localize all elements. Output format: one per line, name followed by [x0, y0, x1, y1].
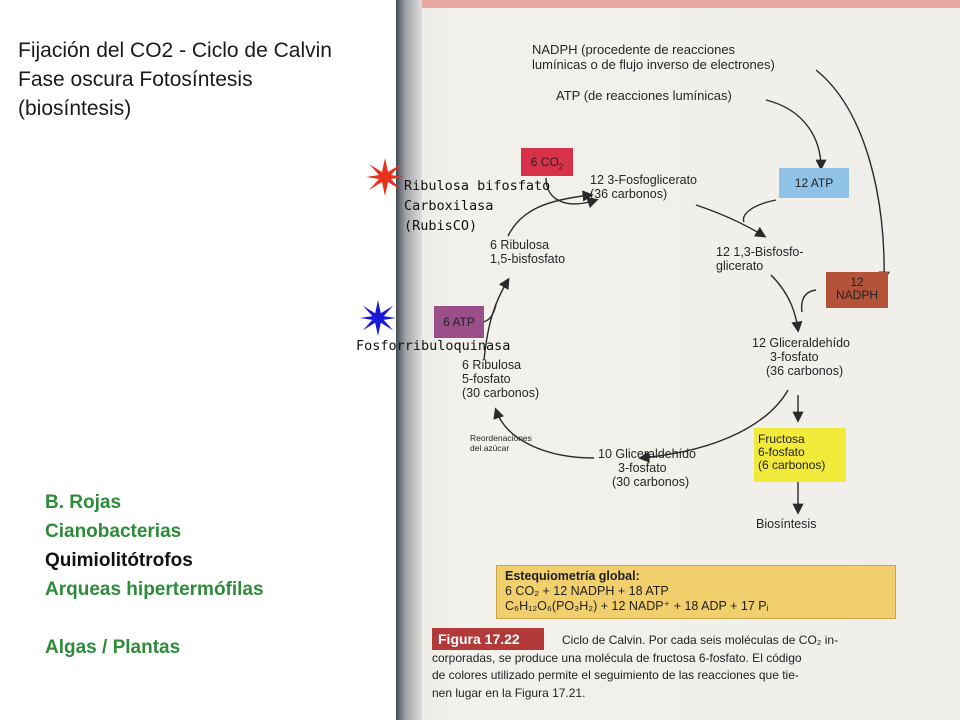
- figure-caption: Ciclo de Calvin. Por cada seis moléculas…: [432, 633, 839, 700]
- stoich-heading: Estequiometría global:: [505, 569, 640, 583]
- co2-fixation-arrow: [545, 177, 599, 208]
- nadph12-box: 12 NADPH: [826, 272, 888, 308]
- pga-label: 12 3-Fosfoglicerato (36 carbonos): [590, 173, 698, 201]
- organism-spacer: [45, 604, 264, 633]
- nadph12-consumed-arrow: [800, 289, 817, 313]
- phosphoribulokinase-label: Fosforribuloquinasa: [356, 338, 511, 354]
- fructose-box: Fructosa 6-fosfato (6 carbonos): [754, 428, 846, 482]
- stoich-reactants: 6 CO₂ + 12 NADPH + 18 ATP: [505, 584, 669, 598]
- organism-list: B. Rojas Cianobacterias Quimiolitótrofos…: [45, 488, 264, 662]
- title-line-3: (biosíntesis): [18, 97, 132, 120]
- figure-number-tag: Figura 17.22: [432, 628, 544, 650]
- biosynthesis-label: Biosíntesis: [756, 517, 817, 531]
- ru5p-label: 6 Ribulosa 5-fosfato (30 carbonos): [462, 358, 540, 400]
- organism-chemolithotrophs: Quimiolitótrofos: [45, 550, 193, 571]
- rubp-to-pga-arrow: [507, 190, 594, 237]
- book-spine-shadow: [396, 0, 422, 720]
- blue-star-icon: [360, 300, 396, 336]
- rubp-label: 6 Ribulosa 1,5-bisfosfato: [490, 238, 566, 266]
- nadph-source-arrow: [815, 69, 890, 283]
- bisphosphoglycerate-label: 12 1,3-Bisfosfo- glicerato: [716, 245, 804, 273]
- gap36-label: 12 Gliceraldehído 3-fosfato (36 carbonos…: [752, 336, 850, 378]
- global-stoichiometry-box: Estequiometría global: 6 CO₂ + 12 NADPH …: [496, 565, 896, 619]
- page-top-color-band: [422, 0, 960, 8]
- organism-hyperthermophilic-archaea: Arqueas hipertermófilas: [45, 579, 264, 600]
- title-line-1: Fijación del CO2 - Ciclo de Calvin: [18, 39, 332, 62]
- atp12-consumed-arrow: [742, 199, 777, 223]
- atp-source-arrow: [765, 99, 827, 171]
- slide-title: Fijación del CO2 - Ciclo de Calvin Fase …: [18, 36, 403, 123]
- organism-algae-plants: Algas / Plantas: [45, 637, 181, 658]
- red-star-icon: [366, 158, 404, 196]
- title-line-2: Fase oscura Fotosíntesis: [18, 68, 253, 91]
- co2-box: 6 CO2: [521, 148, 573, 176]
- gap36-to-gap30-arrow: [638, 389, 789, 463]
- pga-to-bpg-arrow: [695, 204, 767, 238]
- organism-cyanobacteria: Cianobacterias: [45, 521, 182, 542]
- bpg-to-gap-arrow: [770, 274, 803, 333]
- atp12-box: 12 ATP: [779, 168, 849, 198]
- atp6-box: 6 ATP: [434, 306, 484, 338]
- atp-source-label: ATP (de reacciones lumínicas): [556, 88, 732, 103]
- gap30-to-ru5p-arrow: [493, 407, 595, 459]
- stoich-products: C₆H₁₂O₆(PO₃H₂) + 12 NADP⁺ + 18 ADP + 17 …: [505, 599, 769, 613]
- textbook-figure-photo: NADPH (procedente de reacciones lumínica…: [396, 0, 960, 720]
- gap30-label: 10 Gliceraldehído 3-fosfato (30 carbonos…: [598, 447, 696, 489]
- organism-red-bacteria: B. Rojas: [45, 492, 122, 513]
- rubisco-label: Ribulosa bifosfato Carboxilasa (RubisCO): [404, 178, 551, 234]
- nadph-source-label: NADPH (procedente de reacciones lumínica…: [532, 42, 775, 72]
- sugar-rearrangement-label: Reordenaciones del azúcar: [470, 433, 532, 453]
